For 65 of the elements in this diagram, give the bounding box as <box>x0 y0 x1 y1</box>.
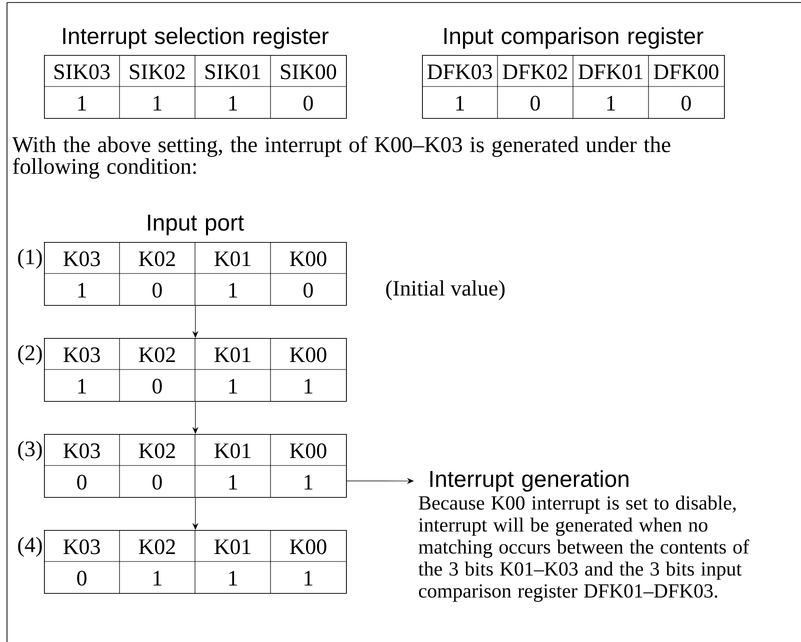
table-cell: SIK01 <box>206 64 260 80</box>
table-cell: 1 <box>229 378 237 394</box>
table-cell: 1 <box>78 378 86 394</box>
table-cell: K02 <box>138 443 175 458</box>
table-cell: SIK02 <box>130 64 185 80</box>
table-cell: 1 <box>456 96 464 110</box>
table-title: Input comparison register <box>444 27 704 49</box>
table-cell: K03 <box>64 443 100 458</box>
table-cell: K01 <box>214 347 250 362</box>
table-cell: 1 <box>229 570 237 586</box>
table-cell: K02 <box>138 539 175 554</box>
table-cell: K03 <box>64 251 100 266</box>
table-title: Input port <box>148 214 244 236</box>
table-cell: 1 <box>229 282 237 298</box>
table-cell: 0 <box>304 96 313 111</box>
table-cell: SIK00 <box>280 64 336 80</box>
table-cell: 0 <box>530 96 540 111</box>
note-heading: Interrupt generation <box>430 470 628 492</box>
table-cell: K02 <box>138 251 175 266</box>
register-table <box>44 338 347 402</box>
step-number: (4) <box>18 536 42 557</box>
table-cell: SIK03 <box>54 64 110 80</box>
register-table <box>44 214 347 306</box>
table-cell: 1 <box>78 96 86 110</box>
table-cell: 1 <box>304 474 312 490</box>
table-cell: 1 <box>304 570 312 586</box>
table-cell: 1 <box>78 282 86 298</box>
table-cell: DFK03 <box>427 64 492 80</box>
table-cell: DFK02 <box>502 64 567 80</box>
table-cell: 0 <box>77 570 86 586</box>
table-cell: K03 <box>64 347 100 362</box>
table-cell: 1 <box>154 570 162 586</box>
table-cell: 0 <box>152 378 162 394</box>
note-text: Because K00 interrupt is set to disable, interrupt will be generated when no matching occurs between the contents of the 3 bits K01–K03 and the 3 bits input comparison register DFK01–DFK03. <box>418 496 750 602</box>
table-cell: 0 <box>152 474 162 490</box>
table-cell: K00 <box>290 347 326 362</box>
table-cell: K01 <box>214 251 250 266</box>
table-cell: 0 <box>77 474 86 490</box>
table-cell: K01 <box>214 539 250 554</box>
table-cell: 1 <box>229 96 237 110</box>
table-cell: DFK00 <box>654 64 718 80</box>
table-cell: K01 <box>214 443 250 458</box>
step-number: (1) <box>18 248 42 269</box>
step-number: (3) <box>18 440 42 461</box>
table-cell: K02 <box>138 347 175 362</box>
register-table <box>44 27 347 119</box>
table-cell: 1 <box>154 96 162 110</box>
table-title: Interrupt selection register <box>63 27 328 49</box>
table-cell: K00 <box>290 443 326 458</box>
register-table <box>44 530 347 594</box>
table-cell: 1 <box>304 378 312 394</box>
table-cell: DFK01 <box>578 64 642 80</box>
table-cell: 0 <box>304 282 313 298</box>
table-cell: K00 <box>290 251 326 266</box>
note-text: (Initial value) <box>386 280 505 300</box>
table-cell: K00 <box>290 539 326 554</box>
register-table <box>44 434 347 498</box>
register-table <box>422 27 725 119</box>
paragraph-text: With the above setting, the interrupt of K00–K03 is generated under the following condition: <box>12 136 670 179</box>
table-cell: 0 <box>682 96 691 111</box>
table-cell: 0 <box>152 282 162 298</box>
table-cell: 1 <box>229 474 237 490</box>
step-number: (2) <box>18 344 42 365</box>
table-cell: K03 <box>64 539 100 554</box>
table-cell: 1 <box>607 96 615 110</box>
